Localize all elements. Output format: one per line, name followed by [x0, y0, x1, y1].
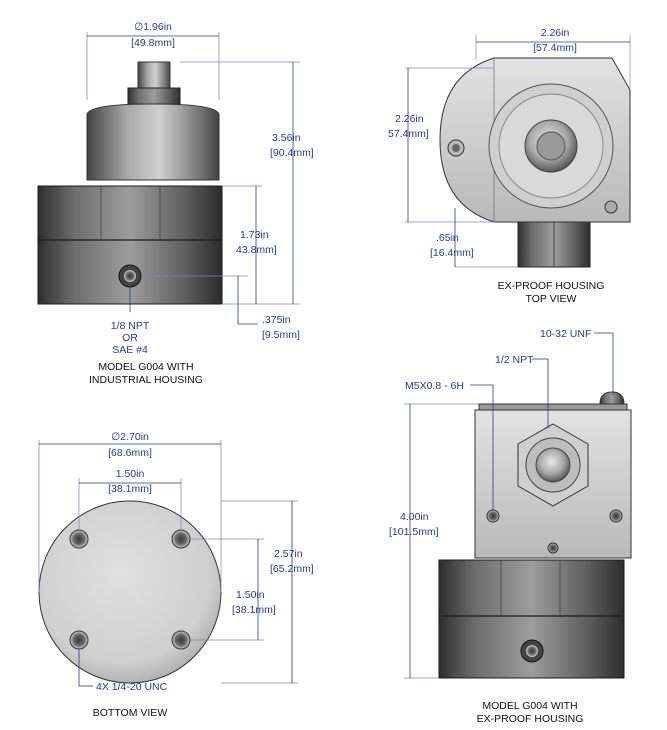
top-caption-1: EX-PROOF HOUSING — [498, 280, 605, 292]
bottom-hole-tr — [171, 529, 191, 549]
port-label-1: 1/8 NPT — [111, 320, 150, 332]
industrial-body-in: 1.73in — [240, 229, 269, 241]
bottom-holey-in: 1.50in — [236, 589, 265, 601]
top-offset-mm: [16.4mm] — [430, 247, 474, 259]
bottom-caption: BOTTOM VIEW — [93, 707, 168, 719]
top-caption-2: TOP VIEW — [526, 293, 577, 305]
bottom-hole-bl — [69, 630, 89, 650]
bottom-view: ∅2.70in [68.6mm] 1.50in [38.1mm] 2.57in … — [38, 431, 314, 719]
port-label-2: OR — [122, 332, 138, 344]
industrial-dia-mm: [49.8mm] — [131, 37, 175, 49]
sensor-cap — [86, 103, 220, 181]
bottom-height-mm: [65.2mm] — [270, 563, 314, 575]
industrial-body-mm: 43.8mm] — [236, 244, 277, 256]
bottom-holes-note: 4X 1/4-20 UNC — [96, 681, 168, 693]
exproof-height-mm: [101.5mm] — [389, 526, 439, 538]
top-offset-in: .65in — [436, 232, 459, 244]
bottom-height-in: 2.57in — [274, 548, 303, 560]
connector-pin — [137, 61, 171, 89]
exproof-knob — [599, 391, 625, 405]
bottom-disc — [38, 500, 222, 684]
port-label-3: SAE #4 — [112, 344, 148, 356]
top-depth-in: 2.26in — [395, 113, 424, 125]
industrial-height-in: 3.56in — [272, 132, 301, 144]
industrial-caption-1: MODEL G004 WITH — [98, 361, 193, 373]
exproof-view: 10-32 UNF 1/2 NPT M5X0.8 - 6H 4.00in [10… — [389, 328, 632, 725]
top-view: 2.26in [57.4mm] 2.26in 57.4mm] .65in [16… — [388, 27, 631, 305]
industrial-height-mm: [90.4mm] — [270, 147, 314, 159]
exproof-height-in: 4.00in — [400, 511, 429, 523]
unf-hole — [609, 509, 623, 523]
npt-label: 1/2 NPT — [495, 354, 534, 366]
exproof-caption-2: EX-PROOF HOUSING — [477, 713, 584, 725]
bottom-hole-tl — [69, 529, 89, 549]
industrial-port-offset-mm: [9.5mm] — [262, 329, 300, 341]
m5-hole — [486, 509, 500, 523]
exproof-caption-1: MODEL G004 WITH — [482, 700, 577, 712]
connector-nut — [127, 87, 181, 105]
top-width-mm: [57.4mm] — [533, 42, 577, 54]
unf-label: 10-32 UNF — [540, 328, 591, 340]
top-depth-mm: 57.4mm] — [388, 128, 429, 140]
metric-label: M5X0.8 - 6H — [405, 380, 464, 392]
bottom-dia-mm: [68.6mm] — [108, 447, 152, 459]
industrial-dia-in: ∅1.96in — [134, 21, 172, 33]
top-screw-right — [604, 200, 618, 214]
bottom-holex-in: 1.50in — [116, 468, 145, 480]
top-width-in: 2.26in — [541, 27, 570, 39]
bottom-holey-mm: [38.1mm] — [232, 604, 276, 616]
industrial-port-offset-in: .375in — [262, 314, 291, 326]
industrial-caption-2: INDUSTRIAL HOUSING — [89, 374, 203, 386]
bottom-hole-br — [171, 630, 191, 650]
bottom-holex-mm: [38.1mm] — [108, 483, 152, 495]
bottom-dia-in: ∅2.70in — [111, 431, 149, 443]
industrial-view: ∅1.96in [49.8mm] 3.56in [90.4mm] 1.73in … — [37, 21, 314, 386]
